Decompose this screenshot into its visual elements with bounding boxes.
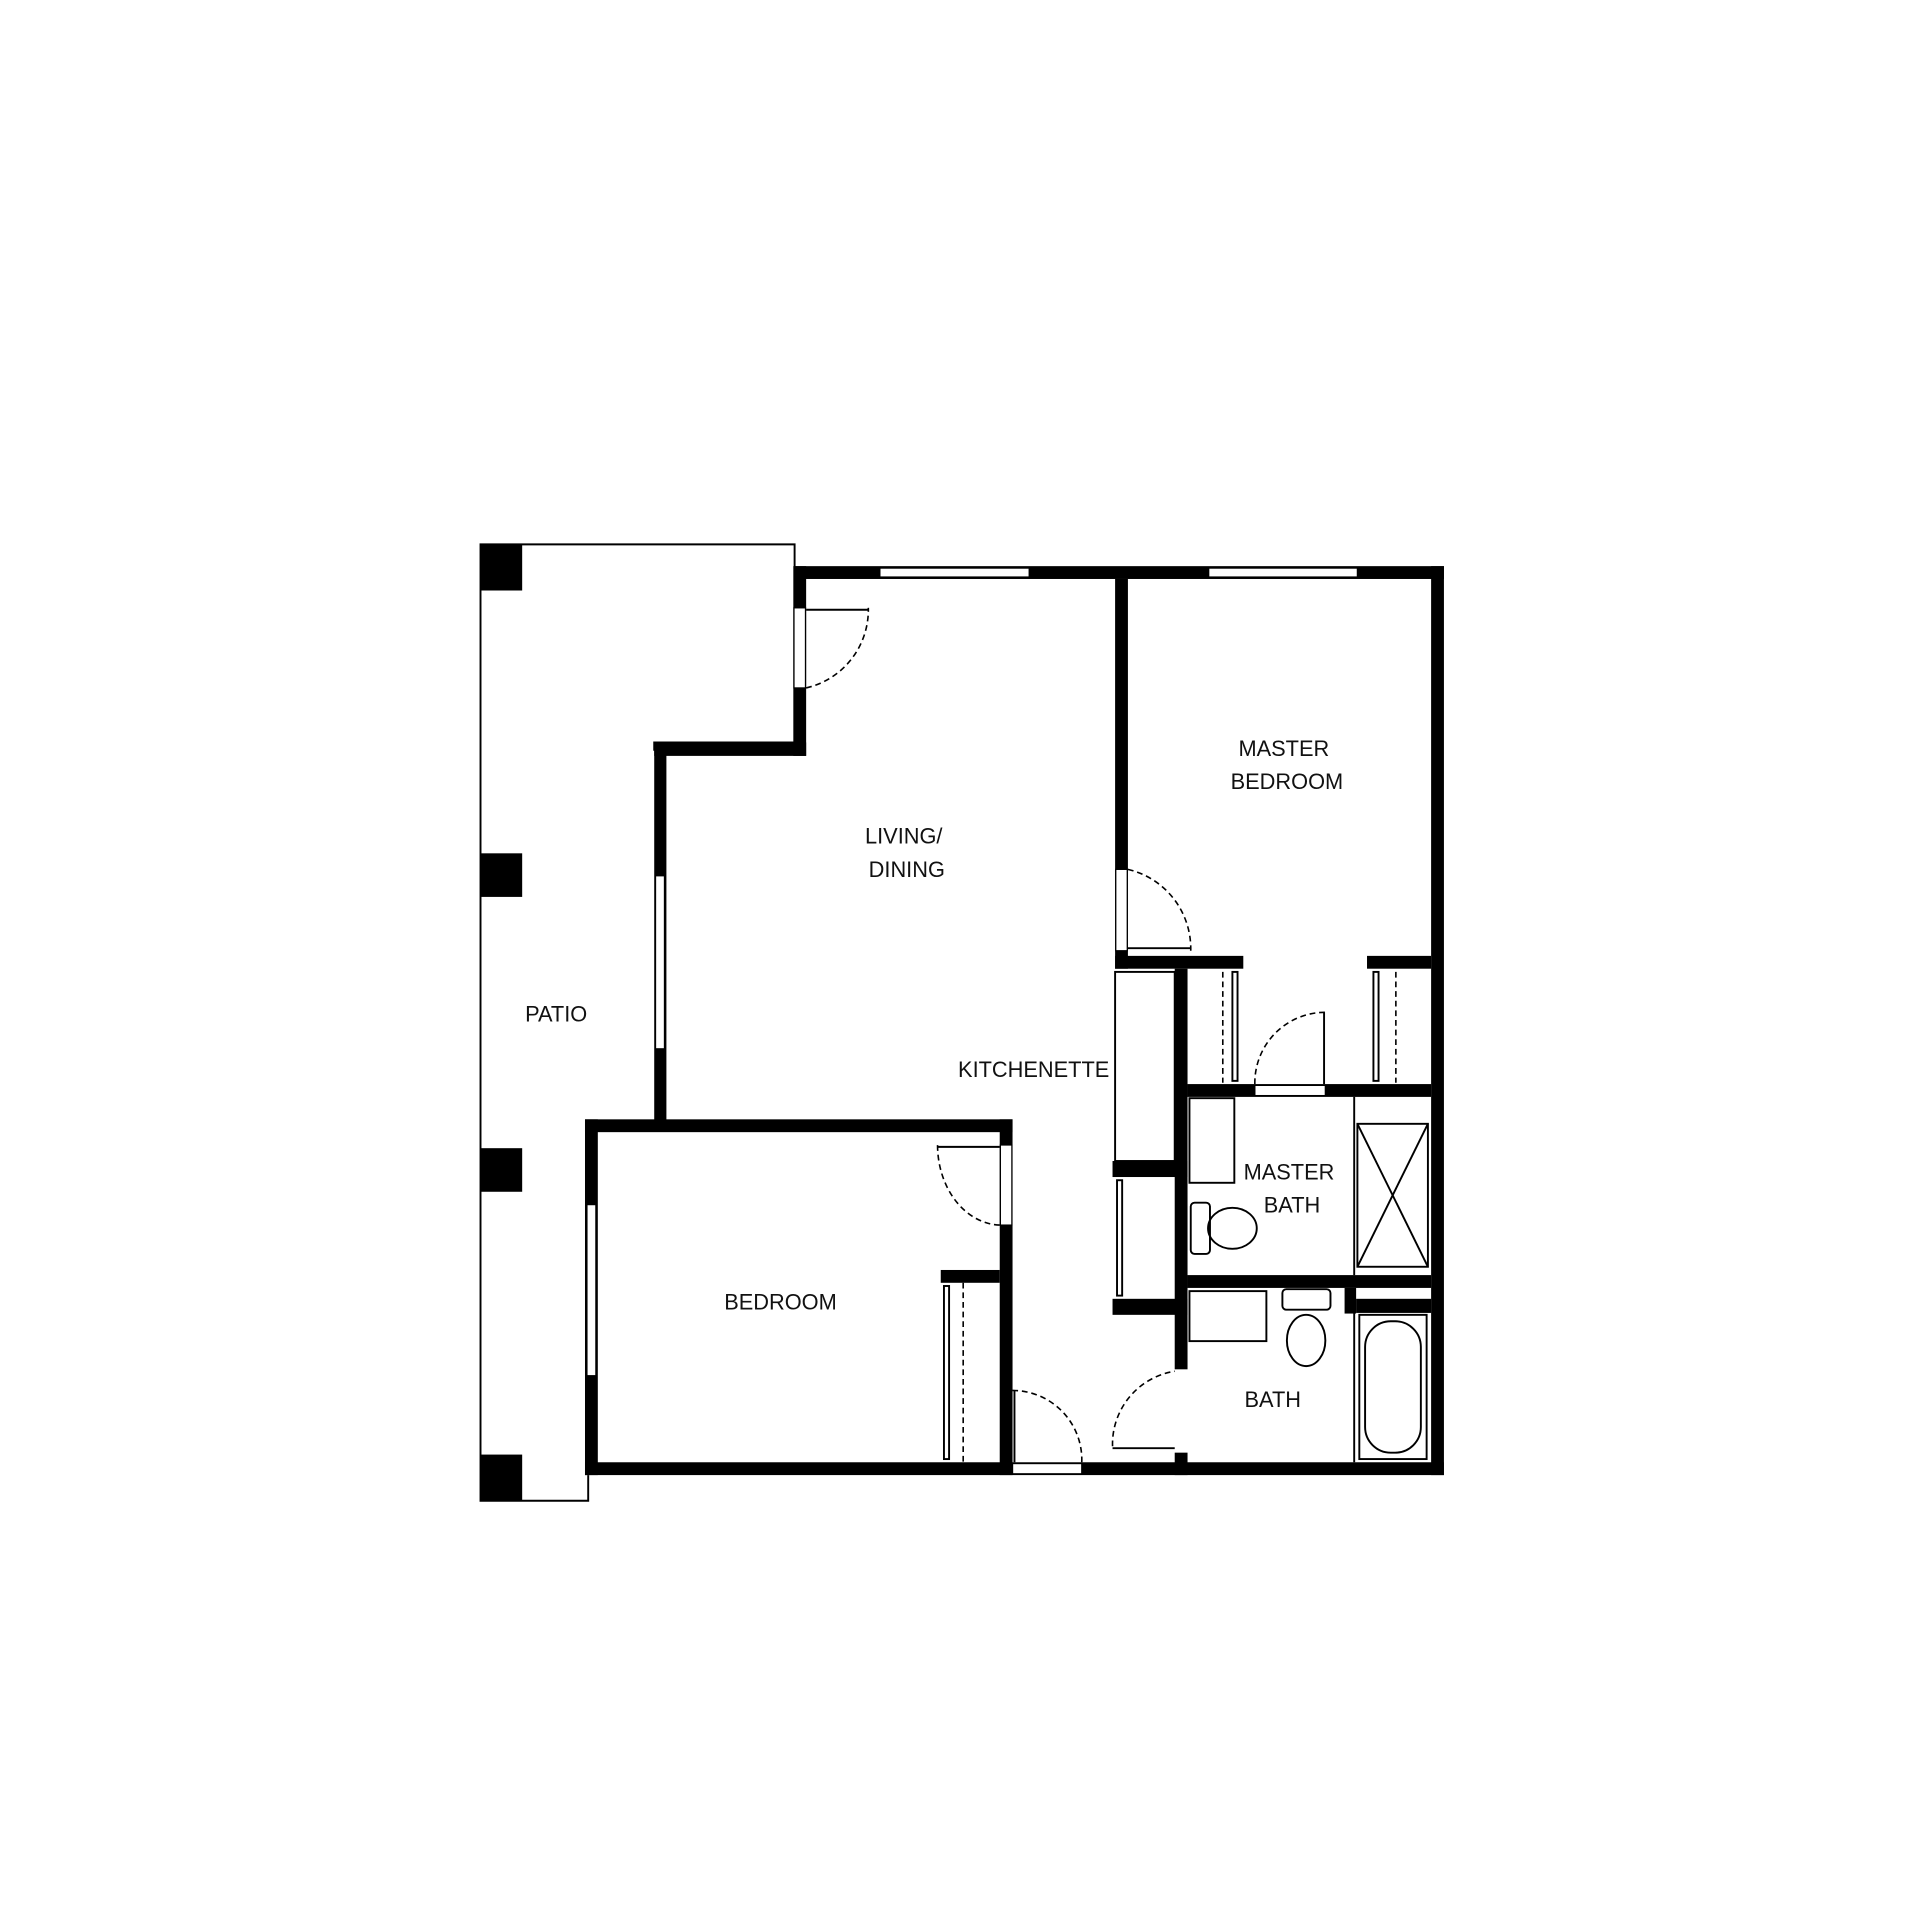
- room-label-master-bedroom: MASTER BEDROOM: [1231, 736, 1344, 794]
- window: [1208, 567, 1359, 578]
- patio-column: [480, 1148, 523, 1192]
- wall: [1112, 1161, 1188, 1178]
- closet-door[interactable]: [1231, 970, 1239, 1082]
- patio-door[interactable]: [793, 607, 807, 689]
- wall: [1187, 1275, 1432, 1288]
- wall: [1344, 1287, 1357, 1314]
- master-bedroom-door[interactable]: [1115, 868, 1128, 952]
- wall: [1112, 1298, 1188, 1315]
- closet-door[interactable]: [1372, 970, 1380, 1082]
- window: [654, 875, 666, 1050]
- toilet-icon: [1189, 1201, 1258, 1255]
- wall: [1356, 1298, 1432, 1313]
- shower: [1356, 1122, 1429, 1268]
- room-label-patio: PATIO: [525, 1001, 587, 1026]
- room-label-master-bath: MASTER BATH: [1244, 1160, 1341, 1218]
- closet-door[interactable]: [942, 1285, 951, 1461]
- room-label-kitchenette: KITCHENETTE: [958, 1057, 1109, 1082]
- wall: [1367, 955, 1432, 969]
- patio-column: [480, 544, 523, 591]
- patio-column: [480, 853, 523, 897]
- bedroom-door[interactable]: [999, 1144, 1013, 1226]
- entry-door-threshold[interactable]: [1011, 1462, 1083, 1475]
- wall: [1174, 1452, 1188, 1476]
- wall: [584, 1119, 1013, 1133]
- vanity: [1188, 1290, 1268, 1343]
- room-label-bath: BATH: [1245, 1387, 1301, 1412]
- bathtub: [1358, 1313, 1428, 1461]
- wall: [940, 1269, 1000, 1283]
- bathtub-basin: [1364, 1320, 1422, 1454]
- wall: [654, 742, 807, 756]
- kitchen-counter: [1114, 970, 1176, 1162]
- room-label-living-dining: LIVING/ DINING: [865, 824, 949, 882]
- vanity: [1188, 1097, 1236, 1184]
- patio-column: [480, 1454, 523, 1501]
- room-label-bedroom: BEDROOM: [724, 1290, 837, 1315]
- wall-right: [1431, 566, 1444, 1476]
- linen-closet-door[interactable]: [1116, 1179, 1124, 1297]
- window: [586, 1203, 597, 1377]
- wall: [1115, 955, 1244, 969]
- wall: [1174, 968, 1188, 1370]
- toilet-icon: [1281, 1288, 1332, 1368]
- window: [879, 567, 1030, 578]
- master-bath-door[interactable]: [1254, 1084, 1326, 1097]
